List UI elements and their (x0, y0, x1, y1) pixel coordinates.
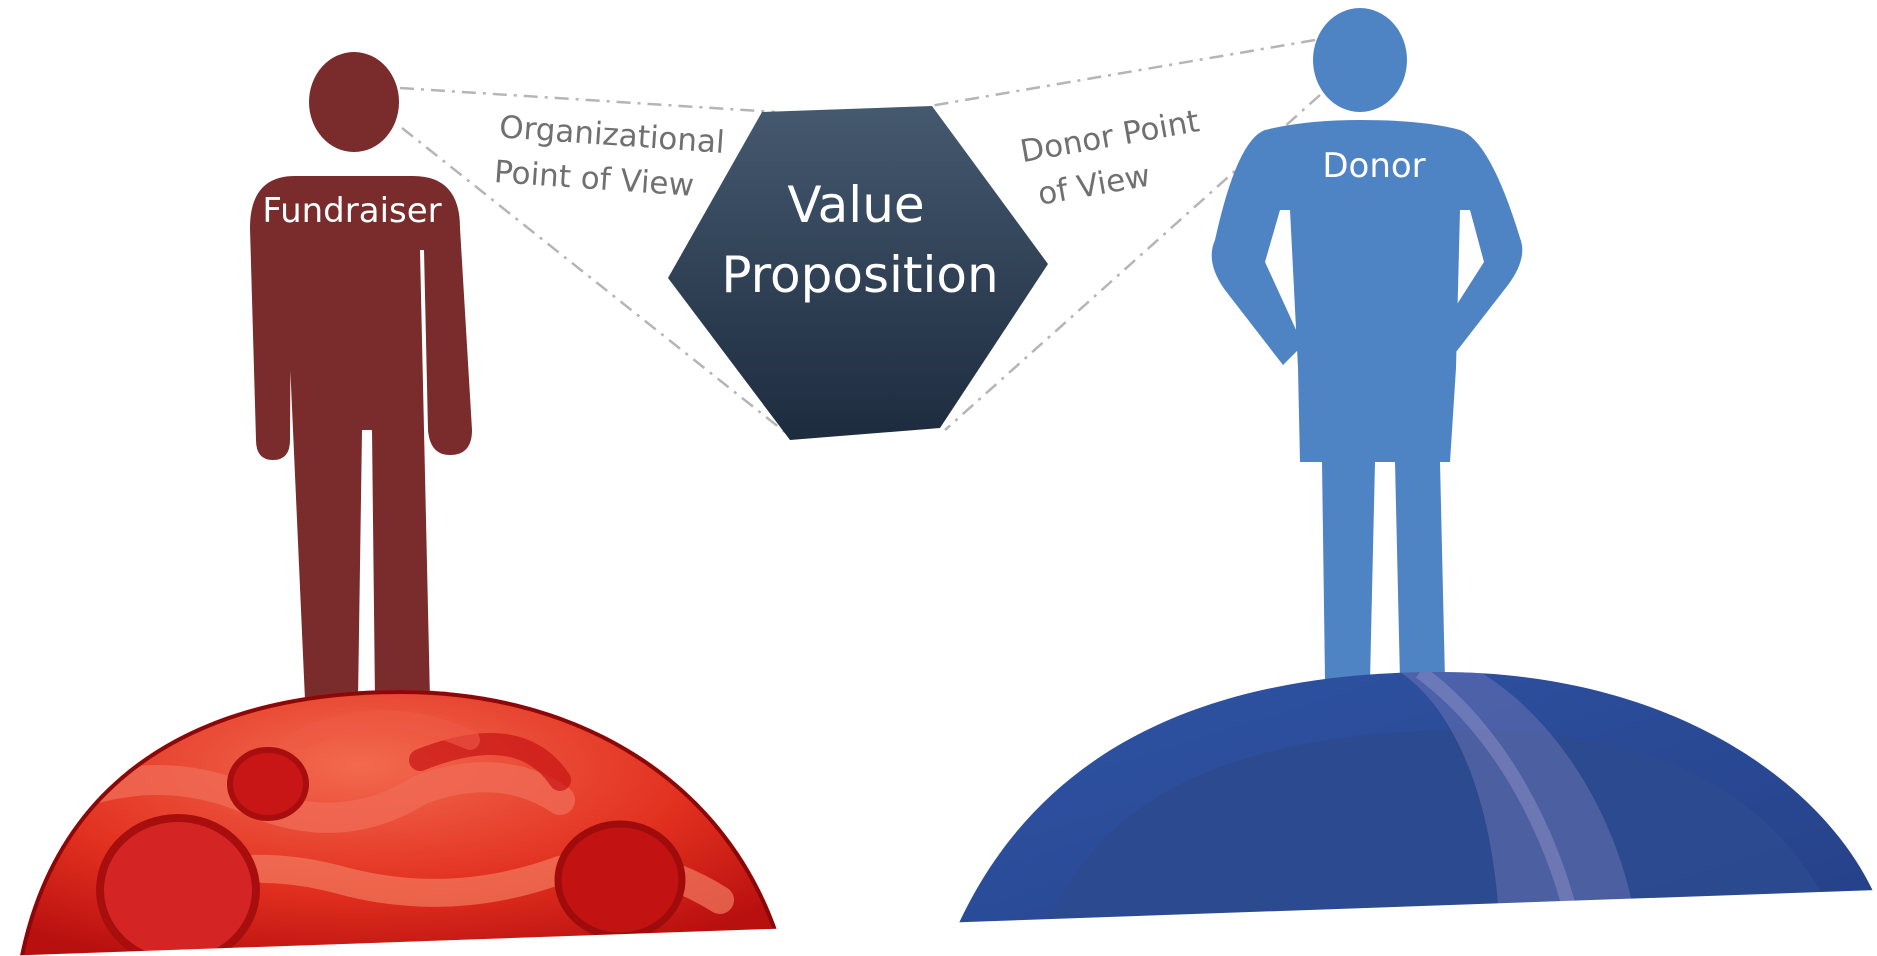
fundraiser-line-top (399, 86, 776, 114)
fundraiser-line-bottom (401, 127, 791, 437)
donor-body (1211, 120, 1523, 680)
fundraiser-head (309, 52, 399, 152)
gap-between-planets (775, 925, 955, 956)
donor-label: Donor (1322, 146, 1425, 186)
fundraiser-body (250, 176, 472, 700)
donor-figure (1211, 8, 1523, 680)
donor-line-top (929, 38, 1316, 108)
donor-perspective-label: Donor Point of View (1018, 103, 1203, 213)
red-crater-1 (227, 747, 309, 821)
value-proposition-line2: Proposition (721, 246, 998, 304)
red-planet (20, 690, 785, 956)
donor-head (1313, 8, 1407, 112)
organizational-perspective-line2: Point of View (493, 154, 695, 204)
organizational-perspective-line1: Organizational (498, 109, 726, 161)
organizational-perspective-label: Organizational Point of View (493, 109, 726, 204)
donor-perspective-line2: of View (1035, 158, 1153, 213)
red-crater-3 (554, 820, 686, 940)
fundraiser-label: Fundraiser (262, 191, 441, 231)
red-crater-2 (96, 814, 260, 956)
fundraiser-figure (250, 52, 472, 700)
bottom-edge (0, 890, 1877, 956)
value-proposition-line1: Value (787, 176, 924, 234)
donor-perspective-line1: Donor Point (1018, 103, 1203, 170)
value-proposition-hexagon (668, 106, 1048, 440)
